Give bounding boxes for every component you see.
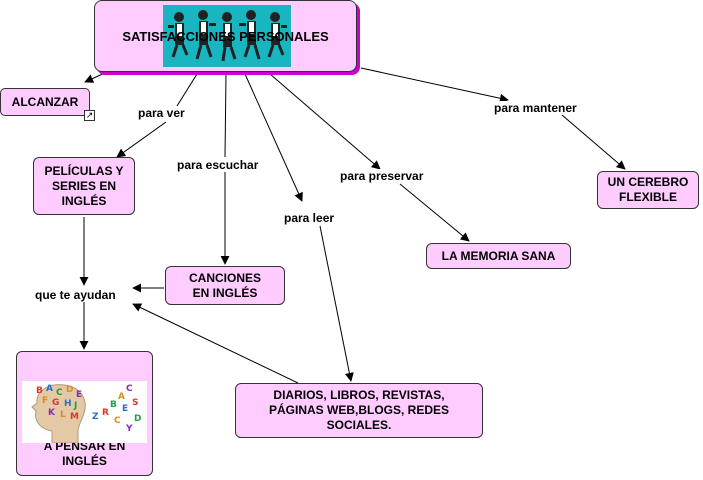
edge-paraver-peliculas (116, 121, 167, 158)
svg-text:C: C (56, 388, 63, 398)
main-title: SATISFACCIONES PERSONALES (122, 29, 329, 44)
external-link-icon[interactable]: ↗ (84, 110, 95, 121)
node-canciones[interactable]: CANCIONES EN INGLÉS (165, 266, 285, 305)
canciones-label: CANCIONES EN INGLÉS (188, 270, 261, 300)
node-peliculas[interactable]: PELÍCULAS Y SERIES EN INGLÉS (33, 157, 135, 215)
cerebro-label: UN CEREBRO FLEXIBLE (607, 175, 689, 204)
edge-main-paramantener (360, 67, 509, 103)
svg-text:C: C (114, 416, 121, 426)
svg-text:A: A (118, 392, 125, 402)
svg-text:J: J (73, 401, 77, 411)
svg-text:F: F (42, 396, 48, 406)
svg-text:R: R (102, 408, 109, 418)
link-para-ver: para ver (136, 106, 187, 120)
link-para-escuchar: para escuchar (175, 158, 261, 172)
jumping-people-icon (163, 5, 291, 67)
edge-main-parapreservar (269, 73, 381, 170)
svg-text:E: E (122, 404, 128, 414)
link-para-leer: para leer (282, 211, 337, 225)
edge-main-paraver (176, 73, 198, 107)
jumping-people-photo (163, 5, 291, 67)
svg-text:G: G (52, 398, 59, 408)
edge-main-paraescuchar (224, 73, 227, 158)
edge-diarios-queteayudan (132, 303, 299, 384)
svg-text:L: L (60, 410, 66, 420)
svg-text:H: H (64, 399, 72, 409)
node-cerebro[interactable]: UN CEREBRO FLEXIBLE (597, 171, 699, 209)
svg-text:B: B (36, 386, 43, 396)
edge-paramantener-cerebro (561, 114, 626, 170)
svg-text:B: B (110, 400, 117, 410)
edge-main-paraleer (244, 73, 303, 202)
link-para-mantener: para mantener (492, 101, 579, 115)
svg-text:S: S (132, 398, 138, 408)
svg-text:K: K (48, 408, 56, 418)
peliculas-label: PELÍCULAS Y SERIES EN INGLÉS (44, 163, 124, 208)
svg-text:A: A (46, 384, 53, 394)
svg-text:C: C (126, 384, 133, 394)
link-para-preservar: para preservar (338, 169, 426, 183)
svg-text:M: M (70, 412, 79, 422)
diarios-label: DIARIOS, LIBROS, REVISTAS, PÁGINAS WEB,B… (268, 388, 450, 432)
link-que-te-ayudan: que te ayudan (33, 288, 118, 302)
svg-text:Z: Z (92, 412, 99, 422)
edge-main-alcanzar (84, 71, 108, 83)
node-satisfacciones-personales[interactable]: SATISFACCIONES PERSONALES (94, 0, 357, 72)
svg-text:E: E (76, 390, 82, 400)
node-memoria[interactable]: LA MEMORIA SANA (426, 243, 571, 269)
node-diarios[interactable]: DIARIOS, LIBROS, REVISTAS, PÁGINAS WEB,B… (235, 383, 483, 438)
svg-text:D: D (134, 414, 141, 424)
svg-text:Y: Y (125, 424, 133, 434)
alcanzar-label: ALCANZAR (11, 94, 79, 109)
memoria-label: LA MEMORIA SANA (441, 248, 556, 263)
node-alcanzar[interactable]: ALCANZAR (0, 88, 90, 116)
edge-paraleer-diarios (319, 225, 354, 382)
edge-parapreservar-memoria (399, 183, 470, 242)
svg-text:D: D (66, 385, 73, 395)
pensar-label: A PENSAR EN INGLÉS (43, 439, 126, 468)
